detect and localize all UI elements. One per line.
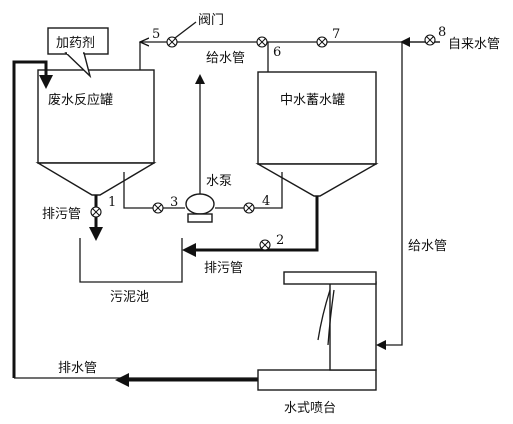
- fountain-spray-curve: [317, 289, 331, 341]
- valve-number-5: 5: [152, 27, 160, 42]
- sludge-pool-label: 污泥池: [110, 290, 149, 305]
- reclaimed-tank-cone: [255, 163, 379, 197]
- sludge-pool: [79, 238, 183, 283]
- sewage-pipe-right: [182, 196, 319, 257]
- valve-1[interactable]: [90, 206, 102, 218]
- pump-label: 水泵: [206, 174, 232, 189]
- valve-6[interactable]: [256, 36, 268, 48]
- tap-water-pipe-label: 自来水管: [448, 37, 500, 52]
- pump-discharge-pipe: [215, 172, 283, 209]
- wastewater-tank-cone: [35, 162, 157, 196]
- reclaimed-tank-label: 中水蓄水罐: [280, 93, 345, 108]
- fountain-base: [257, 369, 377, 391]
- supply-pipe-right-label: 给水管: [408, 239, 447, 254]
- valve-number-8: 8: [438, 25, 446, 40]
- fountain-top-bar: [283, 271, 377, 285]
- valve-7[interactable]: [316, 36, 328, 48]
- supply-pipe-to-fountain: [376, 42, 403, 350]
- valve-number-4: 4: [262, 194, 270, 209]
- valve-5[interactable]: [166, 36, 178, 48]
- valve-8[interactable]: [424, 34, 436, 46]
- valve-4[interactable]: [243, 202, 255, 214]
- pump-body: [185, 193, 215, 215]
- valve-3[interactable]: [152, 202, 164, 214]
- fountain-spray-curve-2: [327, 289, 335, 346]
- sewage-pipe-left-label: 排污管: [42, 207, 81, 222]
- valve-label: 阀门: [198, 13, 224, 28]
- valve-number-3: 3: [170, 195, 178, 210]
- valve-label-leader: [174, 21, 197, 39]
- wastewater-tank-body: [37, 69, 155, 164]
- valve-number-2: 2: [276, 233, 284, 248]
- wastewater-tank-label: 废水反应罐: [48, 92, 113, 108]
- valve-number-1: 1: [108, 195, 116, 210]
- reclaimed-tank-body: [257, 71, 377, 165]
- pump-suction-pipe: [123, 172, 185, 209]
- valve-2[interactable]: [259, 239, 271, 251]
- valve-number-6: 6: [273, 45, 281, 60]
- supply-pipe-top-label: 给水管: [206, 51, 245, 66]
- fountain-label: 水式喷台: [284, 401, 336, 416]
- drain-pipe-label: 排水管: [58, 361, 97, 376]
- fountain-column: [329, 281, 377, 371]
- dosing-box: [47, 27, 109, 55]
- sewage-pipe-right-label: 排污管: [204, 261, 243, 276]
- dosing-label: 加药剂: [56, 36, 95, 51]
- pump-base: [187, 213, 213, 223]
- valve-number-7: 7: [332, 27, 340, 42]
